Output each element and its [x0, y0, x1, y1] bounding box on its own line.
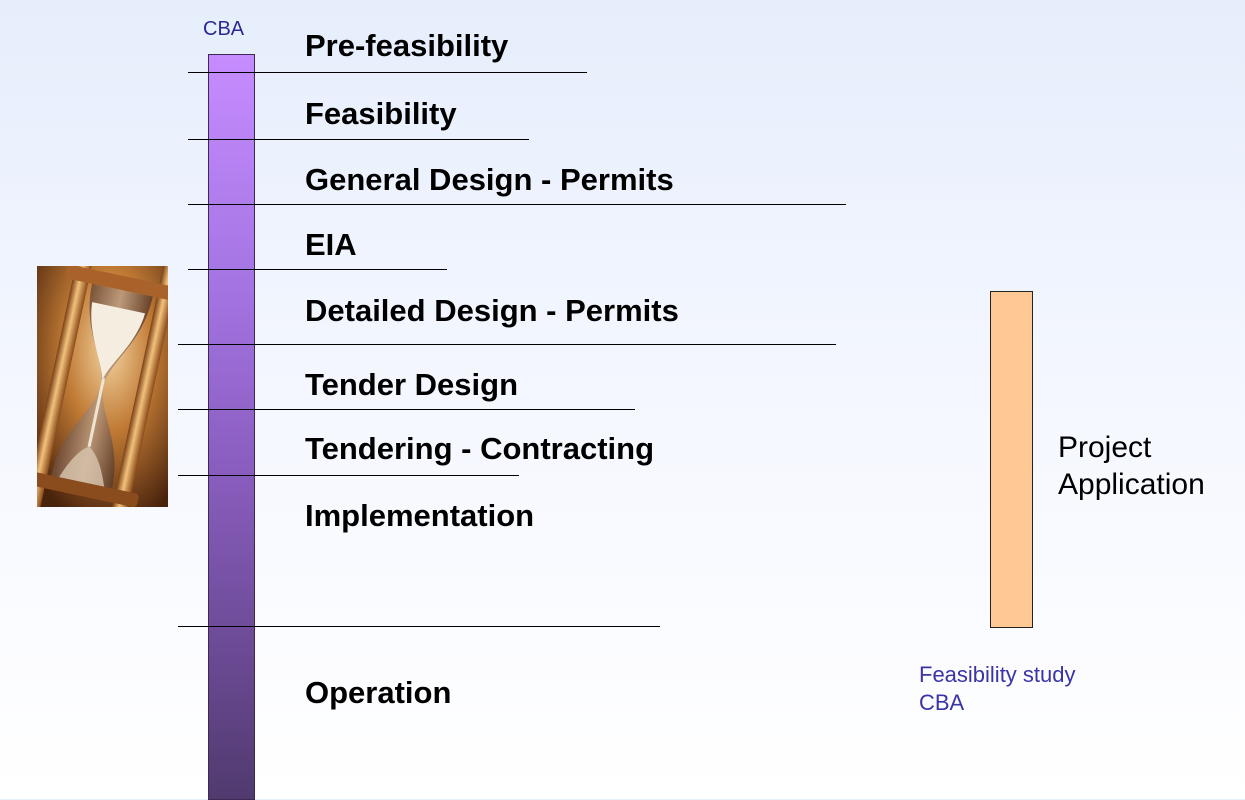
- phase-detailed-design-permits: Detailed Design - Permits: [305, 293, 679, 328]
- phase-operation: Operation: [305, 675, 452, 710]
- project-application-line1: Project: [1058, 431, 1152, 464]
- phase-eia: EIA: [305, 227, 357, 262]
- phase-general-design-permits: General Design - Permits: [305, 162, 674, 197]
- feasibility-study-note: Feasibility study CBA: [919, 661, 1076, 717]
- phase-feasibility: Feasibility: [305, 96, 457, 131]
- phase-pre-feasibility: Pre-feasibility: [305, 28, 509, 63]
- project-application-bar: [990, 291, 1033, 628]
- phase-implementation: Implementation: [305, 498, 535, 533]
- project-application-line2: Application: [1058, 468, 1205, 501]
- cba-bar-label: CBA: [203, 18, 245, 40]
- phase-separator: [188, 72, 587, 73]
- project-application-label: Project Application: [1058, 429, 1205, 503]
- phase-separator: [188, 269, 447, 270]
- feasibility-note-line2: CBA: [919, 690, 965, 715]
- phase-tender-design: Tender Design: [305, 367, 519, 402]
- feasibility-note-line1: Feasibility study: [919, 662, 1076, 687]
- phase-separator: [188, 204, 846, 205]
- phase-separator: [178, 626, 660, 627]
- phase-separator: [178, 475, 519, 476]
- phase-tendering-contracting: Tendering - Contracting: [305, 431, 655, 466]
- hourglass-image: [37, 266, 168, 507]
- phase-separator: [178, 344, 836, 345]
- phase-separator: [178, 409, 635, 410]
- cba-bar: [208, 54, 255, 800]
- phase-separator: [188, 139, 529, 140]
